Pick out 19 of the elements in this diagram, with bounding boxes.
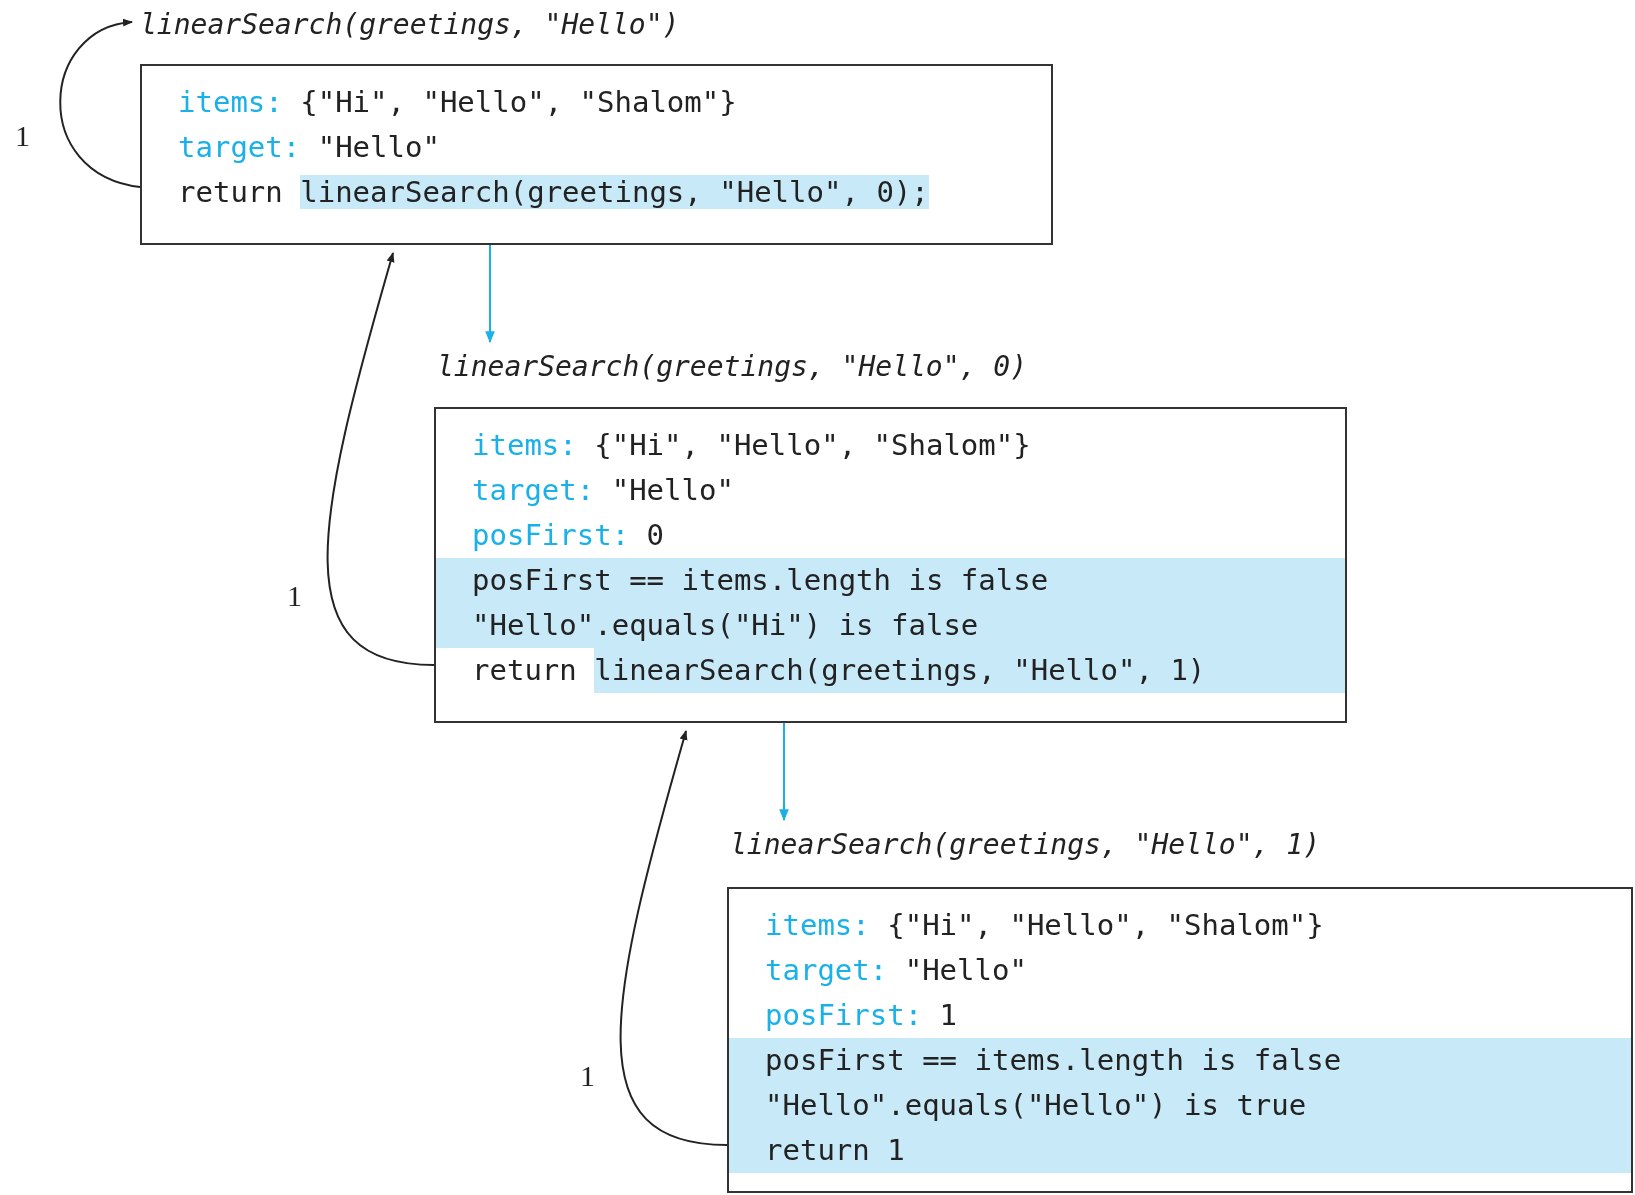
stack-frame-box bbox=[140, 64, 1053, 245]
arrow bbox=[779, 722, 789, 822]
code-line: items: {"Hi", "Hello", "Shalom"} bbox=[471, 427, 1032, 464]
code-line: items: {"Hi", "Hello", "Shalom"} bbox=[764, 907, 1325, 944]
code-line: posFirst: 1 bbox=[764, 997, 959, 1034]
call-heading: linearSearch(greetings, "Hello", 1) bbox=[730, 828, 1320, 861]
code-line: target: "Hello" bbox=[764, 952, 1028, 989]
call-heading: linearSearch(greetings, "Hello") bbox=[140, 8, 680, 41]
code-line: target: "Hello" bbox=[177, 129, 441, 166]
code-line: target: "Hello" bbox=[471, 472, 735, 509]
stack-frame-box bbox=[434, 407, 1347, 723]
arrow bbox=[59, 19, 141, 188]
stack-frame-box bbox=[727, 887, 1633, 1193]
arrow bbox=[619, 730, 728, 1146]
code-line: posFirst: 0 bbox=[471, 517, 666, 554]
arrow bbox=[485, 244, 495, 344]
call-heading: linearSearch(greetings, "Hello", 0) bbox=[437, 350, 1027, 383]
arrow bbox=[326, 252, 435, 666]
code-line: items: {"Hi", "Hello", "Shalom"} bbox=[177, 84, 738, 121]
